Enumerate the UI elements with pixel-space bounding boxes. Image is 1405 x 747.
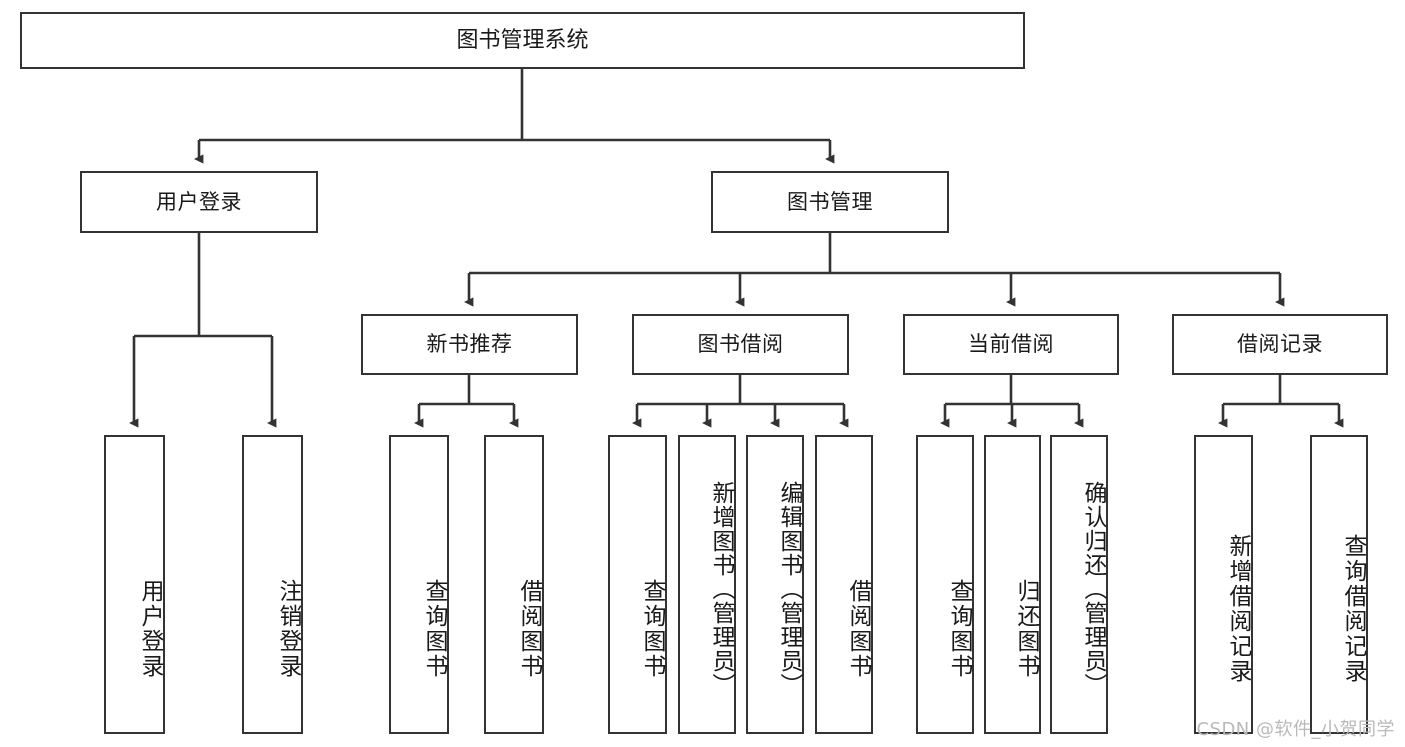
node-label: 确认归还（管理员） bbox=[1080, 480, 1106, 697]
node-current-borrow[interactable]: 当前借阅 bbox=[903, 314, 1119, 375]
node-label: 归还图书 bbox=[1013, 578, 1039, 679]
node-leaf-query-record[interactable]: 查询借阅记录 bbox=[1310, 435, 1368, 734]
node-label: 查询图书 bbox=[946, 578, 972, 679]
node-leaf-borrow-book-b[interactable]: 借阅图书 bbox=[815, 435, 873, 734]
node-label: 借阅图书 bbox=[845, 578, 871, 679]
node-label: 新增图书（管理员） bbox=[708, 480, 734, 697]
node-label: 用户登录 bbox=[137, 578, 163, 679]
node-label: 新书推荐 bbox=[426, 332, 513, 357]
node-leaf-query-book-c[interactable]: 查询图书 bbox=[916, 435, 974, 734]
node-label: 新增借阅记录 bbox=[1225, 533, 1251, 684]
node-label: 借阅记录 bbox=[1237, 332, 1323, 357]
node-user-login[interactable]: 用户登录 bbox=[80, 171, 318, 233]
node-label: 图书管理系统 bbox=[456, 27, 589, 53]
node-book-borrow[interactable]: 图书借阅 bbox=[632, 314, 849, 375]
watermark-credit: CSDN @软件_小贺同学 bbox=[1196, 719, 1395, 740]
node-leaf-return-book[interactable]: 归还图书 bbox=[984, 435, 1041, 734]
node-label: 注销登录 bbox=[275, 578, 301, 679]
node-label: 编辑图书（管理员） bbox=[776, 480, 802, 697]
node-leaf-confirm-return[interactable]: 确认归还（管理员） bbox=[1050, 435, 1108, 734]
node-label: 图书借阅 bbox=[697, 332, 784, 357]
node-borrow-record[interactable]: 借阅记录 bbox=[1172, 314, 1388, 375]
node-label: 用户登录 bbox=[156, 189, 242, 214]
node-label: 查询图书 bbox=[639, 578, 665, 679]
node-label: 图书管理 bbox=[787, 189, 873, 214]
node-leaf-logout[interactable]: 注销登录 bbox=[242, 435, 303, 734]
node-new-book-rec[interactable]: 新书推荐 bbox=[361, 314, 578, 375]
node-leaf-query-book-b[interactable]: 查询图书 bbox=[608, 435, 667, 734]
node-leaf-add-book[interactable]: 新增图书（管理员） bbox=[678, 435, 736, 734]
node-label: 借阅图书 bbox=[516, 578, 542, 679]
node-label: 当前借阅 bbox=[968, 332, 1054, 357]
node-book-manage[interactable]: 图书管理 bbox=[711, 171, 949, 233]
node-label: 查询借阅记录 bbox=[1340, 533, 1366, 684]
node-root-system[interactable]: 图书管理系统 bbox=[20, 12, 1025, 69]
node-leaf-borrow-book-a[interactable]: 借阅图书 bbox=[484, 435, 544, 734]
node-label: 查询图书 bbox=[421, 578, 447, 679]
node-leaf-edit-book[interactable]: 编辑图书（管理员） bbox=[746, 435, 804, 734]
node-leaf-add-record[interactable]: 新增借阅记录 bbox=[1194, 435, 1253, 734]
node-leaf-query-book-a[interactable]: 查询图书 bbox=[389, 435, 449, 734]
node-leaf-user-login[interactable]: 用户登录 bbox=[104, 435, 165, 734]
